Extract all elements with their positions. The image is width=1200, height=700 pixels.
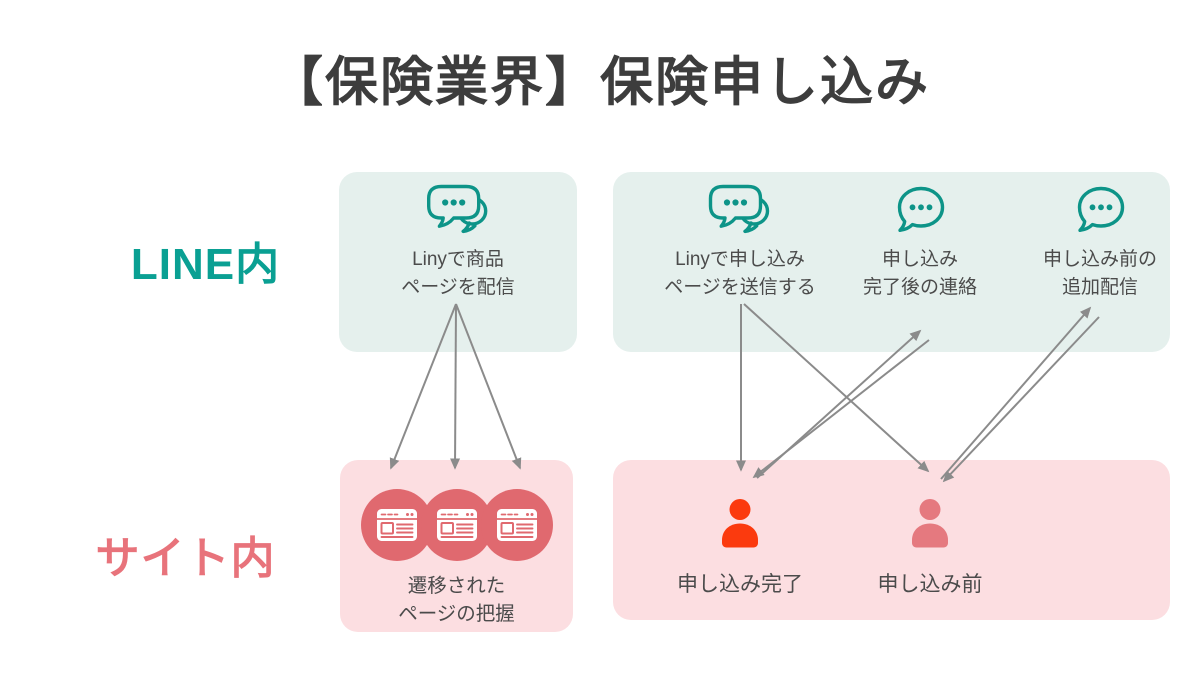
item-label-line2: ページを送信する bbox=[664, 276, 816, 298]
chat-double-bubble-icon bbox=[426, 184, 488, 234]
person-icon bbox=[912, 499, 948, 548]
item-label-line2: ページを配信 bbox=[401, 276, 515, 298]
chat-bubble-icon bbox=[897, 186, 945, 232]
item-label-line1: 申し込み bbox=[881, 249, 958, 270]
row-label-line: LINE内 bbox=[130, 240, 281, 289]
item-label-line1: Linyで申し込み bbox=[675, 249, 805, 270]
item-label: 申し込み前 bbox=[877, 573, 983, 596]
arrow-followup-to-completed bbox=[752, 339, 930, 479]
site-left-box: 遷移された ページの把握 bbox=[340, 460, 573, 632]
line-left-item: Linyで商品 ページを配信 bbox=[401, 182, 515, 301]
line-right-box: Linyで申し込み ページを送信する 申し込み 完了後の連絡 申し込み前の 追加… bbox=[613, 172, 1170, 352]
item-label-line2: ページの把握 bbox=[398, 603, 515, 626]
item-label: 申し込み完了 bbox=[677, 573, 803, 596]
item-label-line2: 追加配信 bbox=[1061, 276, 1138, 298]
item-label-line1: 遷移された bbox=[407, 575, 506, 597]
site-right-item-completed: 申し込み完了 bbox=[660, 498, 820, 598]
chat-bubble-icon bbox=[1077, 186, 1125, 232]
browser-page-icon bbox=[420, 489, 493, 561]
row-label-site: サイト内 bbox=[95, 534, 276, 583]
line-right-item-extra-delivery: 申し込み前の 追加配信 bbox=[1017, 182, 1183, 301]
chat-double-bubble-icon bbox=[708, 184, 770, 234]
arrow-completed-to-followup bbox=[756, 329, 922, 479]
browser-page-icon bbox=[480, 489, 553, 561]
line-right-item-send-page: Linyで申し込み ページを送信する bbox=[657, 182, 823, 301]
item-label-line1: 申し込み前の bbox=[1042, 249, 1157, 270]
site-right-box: 申し込み完了 申し込み前 bbox=[613, 460, 1170, 620]
item-label-line2: 完了後の連絡 bbox=[862, 276, 977, 298]
line-right-item-followup: 申し込み 完了後の連絡 bbox=[837, 182, 1003, 301]
line-left-box: Linyで商品 ページを配信 bbox=[339, 172, 577, 352]
page-title: 【保険業界】保険申し込み bbox=[270, 53, 930, 112]
site-right-item-before: 申し込み前 bbox=[850, 498, 1010, 598]
person-icon bbox=[722, 499, 758, 548]
item-label-line1: Linyで商品 bbox=[412, 249, 504, 270]
browser-pages-group bbox=[340, 489, 573, 561]
